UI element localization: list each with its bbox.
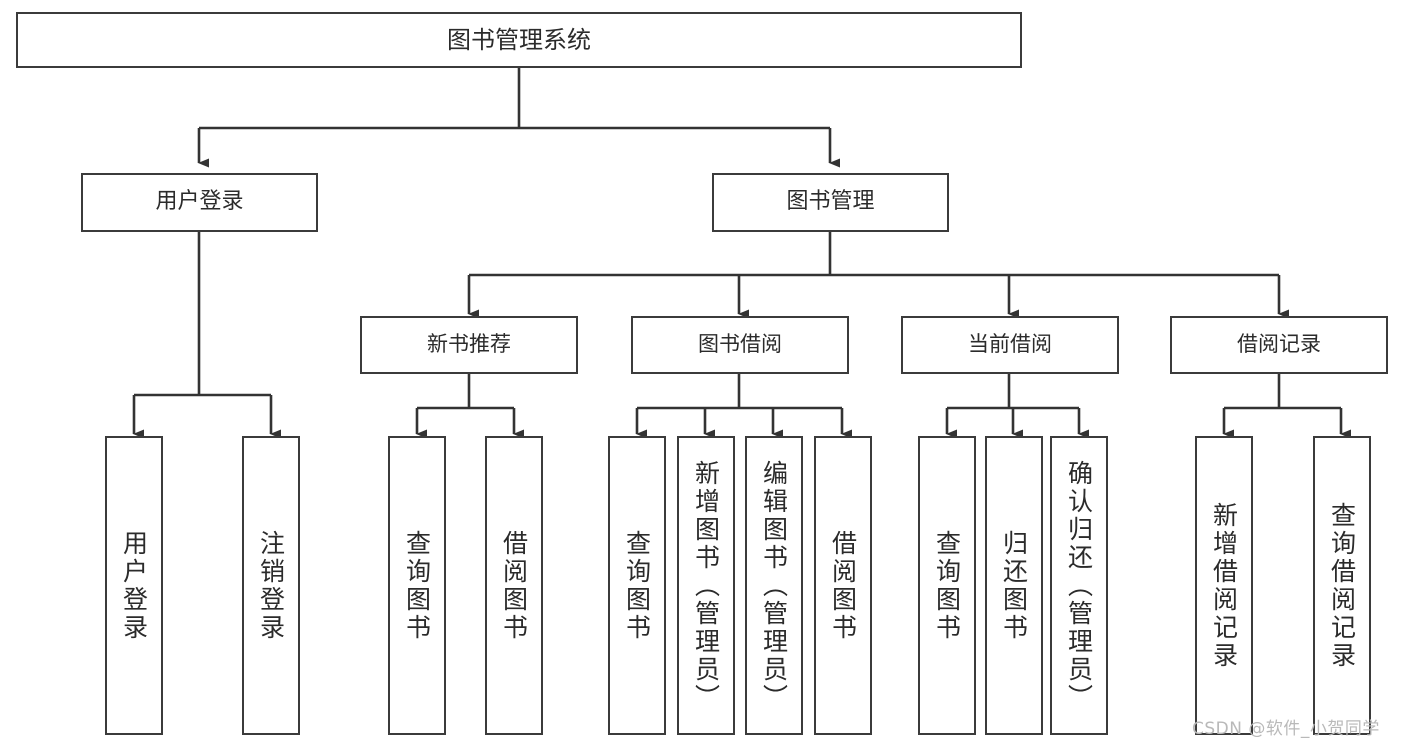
node-label: 图书管理系统	[447, 25, 591, 54]
node-label: 新增借阅记录	[1209, 501, 1239, 670]
node-label: 确认归还（管理员）	[1064, 459, 1094, 712]
leaf-user-login[interactable]: 用户登录	[105, 436, 163, 735]
leaf-borrow-query-book[interactable]: 查询图书	[608, 436, 666, 735]
leaf-borrow-borrow-book[interactable]: 借阅图书	[814, 436, 872, 735]
node-label: 查询借阅记录	[1327, 501, 1357, 670]
watermark-text: CSDN @软件_小贺同学	[1192, 719, 1380, 739]
leaf-recommend-query-book[interactable]: 查询图书	[388, 436, 446, 735]
node-label: 用户登录	[155, 189, 244, 215]
node-label: 注销登录	[256, 529, 286, 642]
node-label: 图书管理	[786, 189, 875, 215]
leaf-user-logout[interactable]: 注销登录	[242, 436, 300, 735]
node-label: 查询图书	[402, 529, 432, 642]
node-label: 图书借阅	[698, 332, 782, 357]
node-label: 查询图书	[932, 529, 962, 642]
node-user-login[interactable]: 用户登录	[81, 173, 318, 232]
node-book-management[interactable]: 图书管理	[712, 173, 949, 232]
node-label: 当前借阅	[968, 332, 1052, 357]
node-label: 借阅记录	[1237, 332, 1321, 357]
leaf-borrow-edit-book[interactable]: 编辑图书（管理员）	[745, 436, 803, 735]
leaf-recommend-borrow-book[interactable]: 借阅图书	[485, 436, 543, 735]
node-label: 用户登录	[119, 529, 149, 642]
leaf-current-query-book[interactable]: 查询图书	[918, 436, 976, 735]
node-label: 新增图书（管理员）	[691, 459, 721, 712]
node-root-system[interactable]: 图书管理系统	[16, 12, 1022, 68]
node-label: 查询图书	[622, 529, 652, 642]
node-label: 借阅图书	[499, 529, 529, 642]
node-label: 新书推荐	[427, 332, 511, 357]
node-borrow-record[interactable]: 借阅记录	[1170, 316, 1388, 374]
node-new-book-recommend[interactable]: 新书推荐	[360, 316, 578, 374]
node-label: 借阅图书	[828, 529, 858, 642]
node-label: 编辑图书（管理员）	[759, 459, 789, 712]
leaf-borrow-add-book[interactable]: 新增图书（管理员）	[677, 436, 735, 735]
node-current-borrow[interactable]: 当前借阅	[901, 316, 1119, 374]
leaf-current-return-book[interactable]: 归还图书	[985, 436, 1043, 735]
leaf-current-confirm-return[interactable]: 确认归还（管理员）	[1050, 436, 1108, 735]
node-label: 归还图书	[999, 529, 1029, 642]
leaf-record-add-record[interactable]: 新增借阅记录	[1195, 436, 1253, 735]
leaf-record-query-record[interactable]: 查询借阅记录	[1313, 436, 1371, 735]
node-book-borrow[interactable]: 图书借阅	[631, 316, 849, 374]
